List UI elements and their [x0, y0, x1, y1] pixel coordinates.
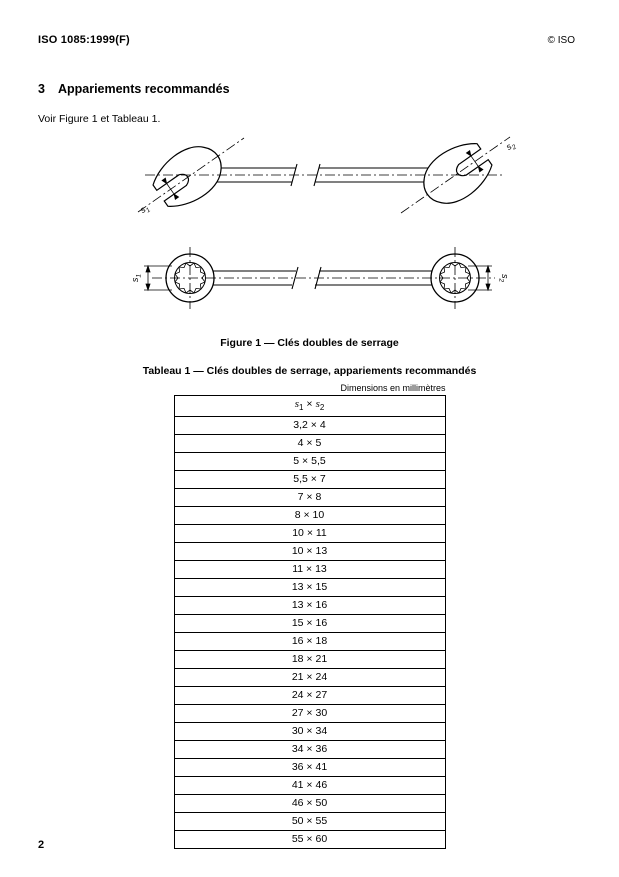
- table-row: 13 × 16: [173, 596, 446, 616]
- pairing-cell: 15 × 16: [173, 614, 446, 634]
- s1-subscript: 1: [298, 403, 304, 413]
- table-row: 24 × 27: [173, 686, 446, 706]
- table-row: 16 × 18: [173, 632, 446, 652]
- ring-wrench-drawing: s1 s2: [130, 247, 510, 309]
- dimension-lines-right: [467, 264, 492, 292]
- page-header: ISO 1085:1999(F) © ISO: [0, 0, 619, 46]
- page-number: 2: [38, 839, 45, 851]
- figure-1: s1 s2: [0, 135, 619, 349]
- section-title: Appariements recommandés: [57, 82, 230, 96]
- table-row: 8 × 10: [173, 506, 446, 526]
- figure-caption: Figure 1 — Clés doubles de serrage: [220, 337, 399, 349]
- table-row: 7 × 8: [173, 488, 446, 508]
- dimension-lines-left: [143, 264, 172, 292]
- table-header-row: s1×s2: [173, 394, 446, 418]
- table-row: 36 × 41: [173, 758, 446, 778]
- centerlines: [151, 247, 495, 309]
- table-row: 5,5 × 7: [173, 470, 446, 490]
- table-row: 41 × 46: [173, 776, 446, 796]
- pairing-cell: 5 × 5,5: [173, 452, 446, 472]
- s2-symbol: s: [315, 398, 320, 410]
- table-row: 21 × 24: [173, 668, 446, 688]
- dimension-label-s2-bottom: s2: [497, 274, 510, 283]
- s2-subscript: 2: [319, 403, 325, 413]
- pairing-cell: 8 × 10: [173, 506, 446, 526]
- pairing-cell: 4 × 5: [173, 434, 446, 454]
- centerlines: [137, 136, 510, 214]
- table-row: 30 × 34: [173, 722, 446, 742]
- table-row: 3,2 × 4: [173, 416, 446, 436]
- table-row: 10 × 11: [173, 524, 446, 544]
- table-row: 10 × 13: [173, 542, 446, 562]
- table-row: 27 × 30: [173, 704, 446, 724]
- pairing-cell: 16 × 18: [173, 632, 446, 652]
- table-row: 15 × 16: [173, 614, 446, 634]
- pairing-cell: 10 × 11: [173, 524, 446, 544]
- pairing-cell: 13 × 15: [173, 578, 446, 598]
- pairing-cell: 41 × 46: [173, 776, 446, 796]
- dimensions-note: Dimensions en millimètres: [340, 383, 446, 393]
- open-end-head-left: [145, 135, 232, 217]
- table-header-cell: s1×s2: [173, 394, 446, 418]
- table-row: 34 × 36: [173, 740, 446, 760]
- table-title: Tableau 1 — Clés doubles de serrage, app…: [142, 365, 477, 377]
- pairing-cell: 11 × 13: [173, 560, 446, 580]
- dimension-label-s1-bottom: s1: [130, 274, 143, 283]
- wrench-figure-drawing: s1 s2: [130, 135, 518, 309]
- pairing-cell: 50 × 55: [173, 812, 446, 832]
- times-separator: ×: [306, 398, 313, 410]
- dimension-label-s2-top: s2: [504, 139, 518, 154]
- table-row: 46 × 50: [173, 794, 446, 814]
- pairing-cell: 13 × 16: [173, 596, 446, 616]
- pairing-cell: 10 × 13: [173, 542, 446, 562]
- dimension-label-s1-top: s1: [138, 202, 152, 217]
- pairing-cell: 46 × 50: [173, 794, 446, 814]
- doc-reference: ISO 1085:1999(F): [38, 34, 130, 46]
- table-row: 5 × 5,5: [173, 452, 446, 472]
- table-row: 55 × 60: [173, 830, 446, 850]
- pairing-cell: 34 × 36: [173, 740, 446, 760]
- pairing-cell: 18 × 21: [173, 650, 446, 670]
- pairing-cell: 7 × 8: [173, 488, 446, 508]
- pairing-cell: 30 × 34: [173, 722, 446, 742]
- copyright-notice: © ISO: [547, 35, 575, 46]
- pairing-cell: 27 × 30: [173, 704, 446, 724]
- table-row: 13 × 15: [173, 578, 446, 598]
- pairing-cell: 55 × 60: [173, 830, 446, 850]
- section-heading: 3 Appariements recommandés: [38, 82, 619, 96]
- pairing-cell: 21 × 24: [173, 668, 446, 688]
- table-row: 4 × 5: [173, 434, 446, 454]
- wrench-shaft: [209, 266, 434, 290]
- table-row: 18 × 21: [173, 650, 446, 670]
- table-row: 50 × 55: [173, 812, 446, 832]
- table-row: 11 × 13: [173, 560, 446, 580]
- section-number: 3: [38, 82, 45, 96]
- pairing-cell: 5,5 × 7: [173, 470, 446, 490]
- pairing-cell: 36 × 41: [173, 758, 446, 778]
- s1-symbol: s: [294, 398, 299, 410]
- intro-text: Voir Figure 1 et Tableau 1.: [38, 113, 161, 125]
- open-end-wrench-drawing: s1 s2: [137, 135, 518, 217]
- pairing-cell: 24 × 27: [173, 686, 446, 706]
- pairing-cell: 3,2 × 4: [173, 416, 446, 436]
